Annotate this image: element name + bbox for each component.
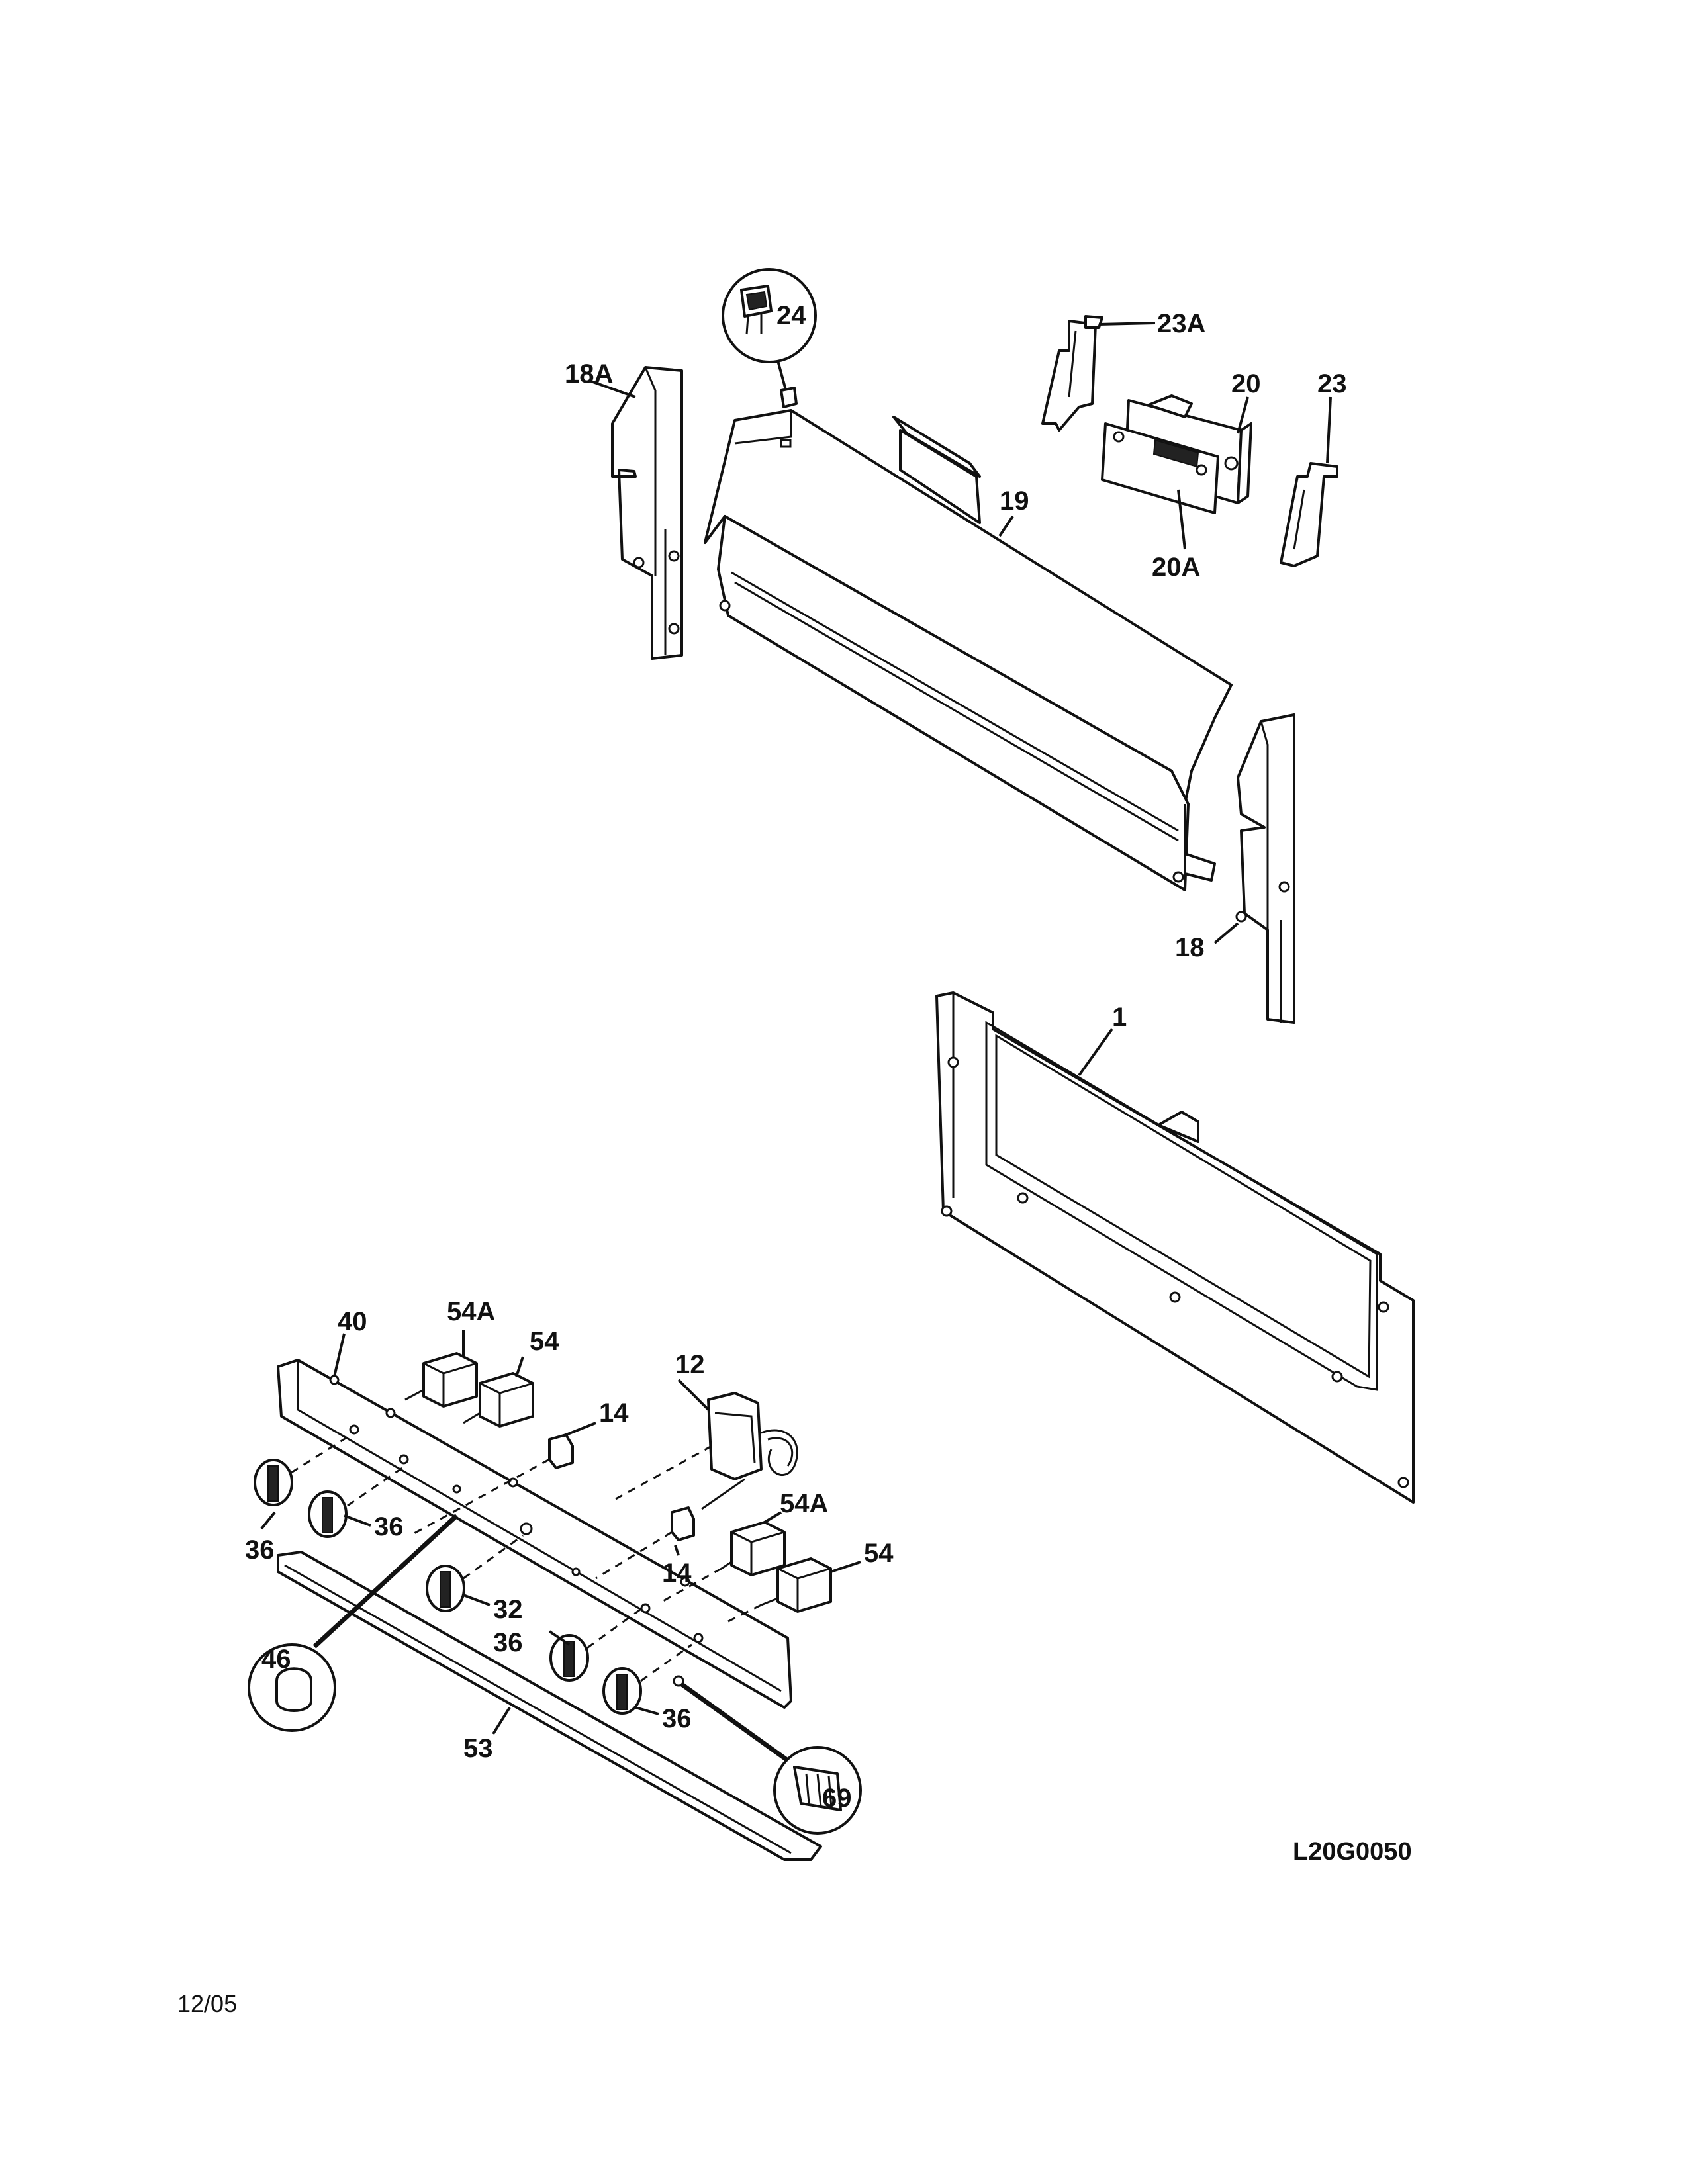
callout-40: 40 [338, 1307, 367, 1336]
oven-thermostat [615, 1392, 798, 1510]
callout-18a: 18A [565, 359, 613, 388]
detail-69-screw [673, 1675, 862, 1835]
callout-53: 53 [463, 1734, 493, 1763]
right-clock-bracket [1280, 462, 1338, 567]
callout-36-c: 36 [493, 1628, 523, 1657]
bottom-switches [661, 1521, 832, 1623]
knob-36-b [308, 1490, 348, 1538]
knobs [254, 1432, 692, 1715]
knob-36-a [254, 1459, 293, 1506]
callout-12: 12 [675, 1350, 705, 1379]
callout-14-top: 14 [599, 1398, 629, 1428]
callout-69: 69 [822, 1784, 852, 1813]
callout-36-d: 36 [662, 1704, 692, 1733]
callout-54a-top: 54A [447, 1297, 495, 1326]
callout-labels: 24 23A 18A 20 23 19 20A 18 1 54A 40 54 1… [245, 301, 1347, 1813]
callout-14-bottom: 14 [662, 1559, 692, 1588]
left-side-bracket [611, 366, 683, 660]
callout-19: 19 [1000, 486, 1029, 516]
revision-date: 12/05 [177, 1990, 237, 2017]
panel-holes [349, 1424, 704, 1643]
detail-46-knob-clip [248, 1514, 459, 1732]
lower-panel [935, 991, 1415, 1504]
callout-1: 1 [1112, 1003, 1127, 1032]
callout-23a: 23A [1157, 309, 1205, 338]
left-clock-bracket [1041, 315, 1103, 432]
callout-20a: 20A [1152, 553, 1200, 582]
backguard-panel [704, 409, 1233, 891]
callout-46: 46 [261, 1645, 291, 1674]
leader-lines [260, 322, 1332, 1735]
clock-control-assembly [1101, 394, 1252, 514]
callout-36-a: 36 [245, 1535, 275, 1565]
callout-24: 24 [776, 301, 806, 330]
top-switches [404, 1352, 534, 1428]
drawing-code: L20G0050 [1293, 1838, 1412, 1866]
callout-36-b: 36 [374, 1512, 404, 1541]
knob-32 [426, 1565, 465, 1612]
manifold-trim [277, 1551, 822, 1861]
callout-20: 20 [1231, 369, 1261, 398]
callout-23: 23 [1317, 369, 1347, 398]
rocker-switch-detail [722, 268, 817, 408]
callout-54-top: 54 [530, 1327, 559, 1356]
callout-54a-bottom: 54A [780, 1489, 828, 1518]
knob-36-c [549, 1634, 589, 1682]
callout-54-bottom: 54 [864, 1539, 894, 1568]
right-side-bracket [1235, 713, 1295, 1024]
knob-36-d [602, 1667, 642, 1715]
callout-32: 32 [493, 1595, 523, 1624]
control-panel [277, 1359, 792, 1709]
callout-18: 18 [1175, 933, 1205, 962]
